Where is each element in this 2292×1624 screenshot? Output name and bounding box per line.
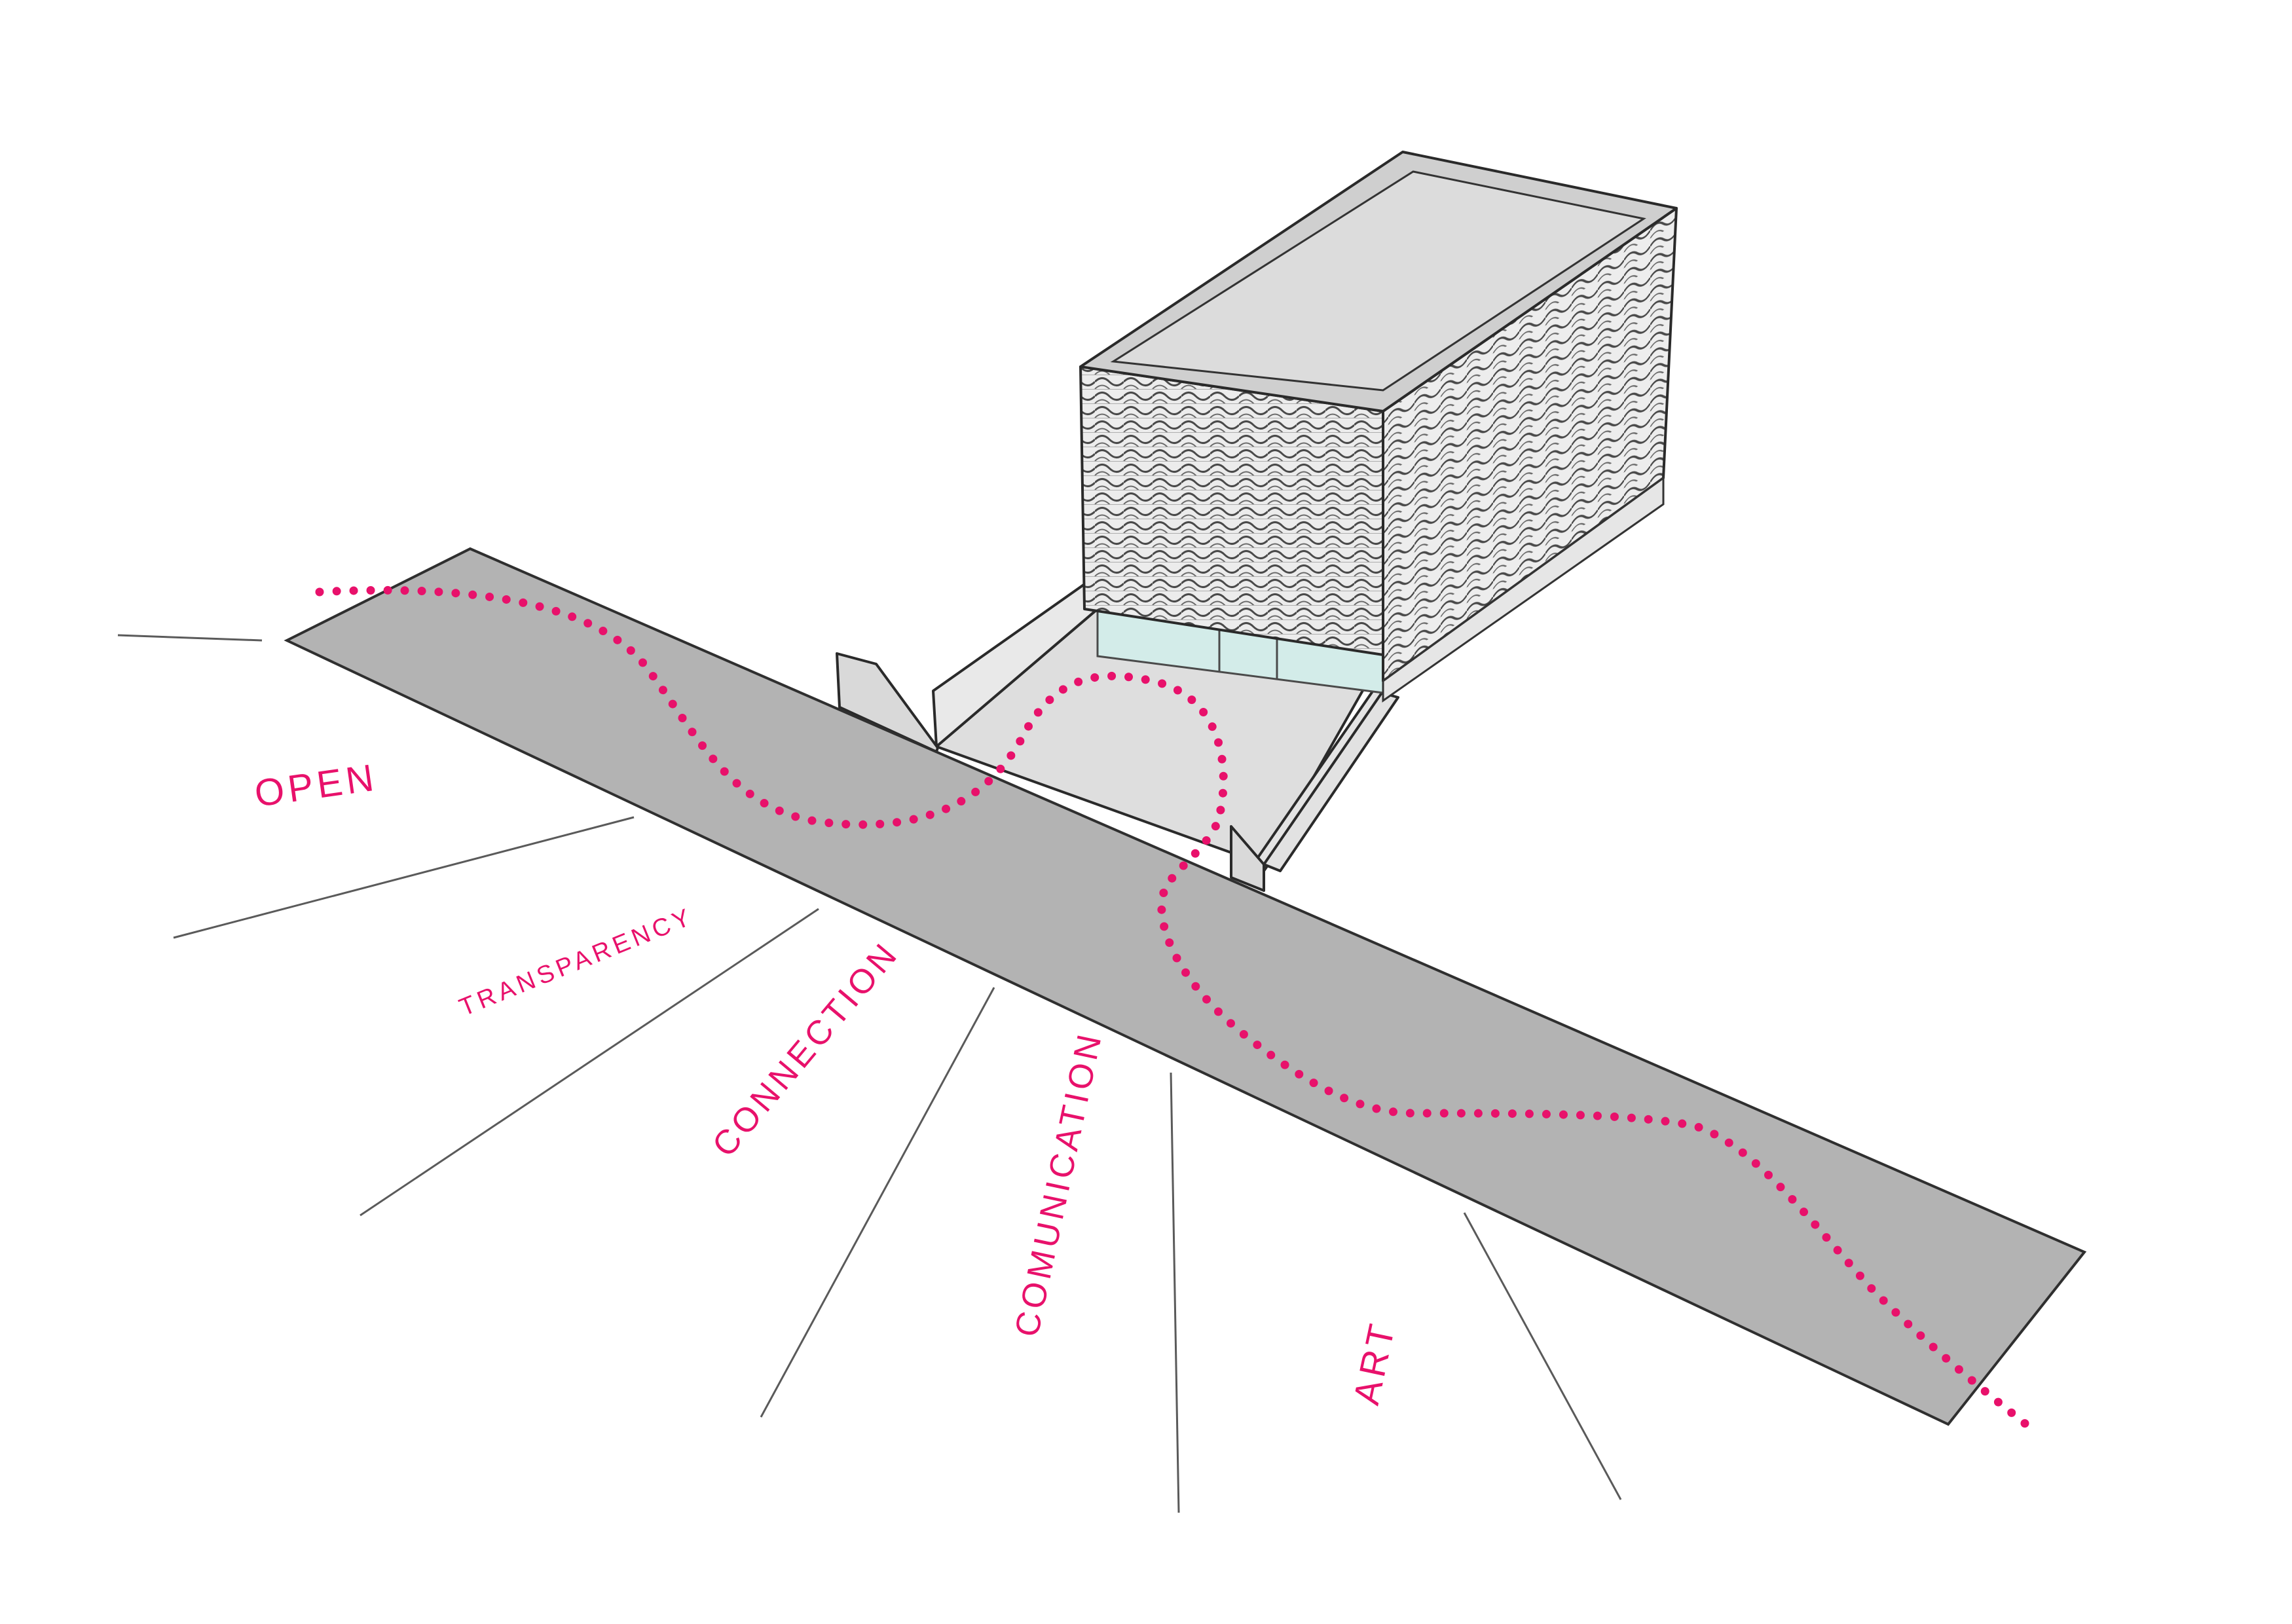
facade-side-base bbox=[1382, 476, 1665, 703]
label-comunication: COMUNICATION bbox=[1008, 1027, 1110, 1340]
roof-slab bbox=[1110, 170, 1646, 392]
ray-line-3 bbox=[360, 908, 819, 1217]
street-surface bbox=[284, 547, 2087, 1426]
ray-line-6 bbox=[1463, 1212, 1622, 1500]
dotted-path bbox=[315, 585, 2035, 1432]
entry-wall-left bbox=[836, 652, 939, 753]
label-art: ART bbox=[1345, 1317, 1403, 1408]
label-connection: CONNECTION bbox=[705, 934, 907, 1164]
label-transparency: TRANSPARENCY bbox=[456, 902, 698, 1022]
entry-wall-right bbox=[1230, 825, 1265, 892]
radiating-lines bbox=[117, 634, 1622, 1513]
ray-line-1 bbox=[117, 634, 263, 642]
building-volume bbox=[1079, 151, 1678, 703]
street bbox=[284, 547, 2087, 1426]
ray-line-2 bbox=[173, 816, 635, 939]
plaza-side-wall bbox=[1263, 692, 1399, 872]
label-open: OPEN bbox=[252, 756, 380, 815]
ray-line-5 bbox=[1170, 1072, 1180, 1513]
facade-front bbox=[1079, 365, 1384, 656]
ray-line-4 bbox=[760, 987, 995, 1418]
